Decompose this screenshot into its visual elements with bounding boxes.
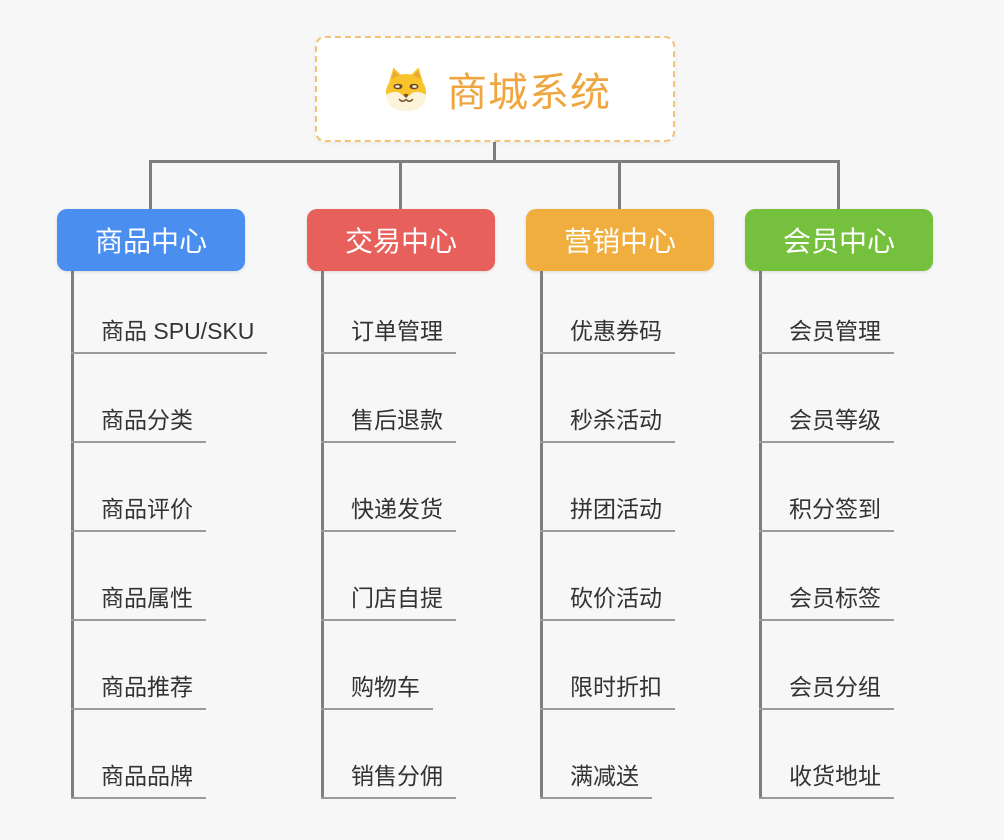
- leaf-node[interactable]: 满减送: [540, 757, 652, 799]
- branch-label: 商品中心: [94, 226, 207, 257]
- branch: 会员中心 会员管理 会员等级 积分签到 会员标签 会员分组 收货地址: [745, 209, 933, 799]
- leaf-row: 快递发货: [321, 443, 456, 532]
- leaf-node[interactable]: 会员分组: [759, 668, 894, 710]
- leaf-row: 秒杀活动: [540, 354, 675, 443]
- leaf-row: 购物车: [321, 621, 456, 710]
- leaf-row: 会员分组: [759, 621, 894, 710]
- branch-items: 优惠券码 秒杀活动 拼团活动 砍价活动 限时折扣 满减送: [540, 265, 675, 799]
- leaf-node[interactable]: 限时折扣: [540, 668, 675, 710]
- root-node[interactable]: 商城系统: [315, 36, 675, 142]
- leaf-row: 收货地址: [759, 710, 894, 799]
- leaf-row: 砍价活动: [540, 532, 675, 621]
- leaf-node[interactable]: 积分签到: [759, 490, 894, 532]
- leaf-row: 限时折扣: [540, 621, 675, 710]
- leaf-row: 商品推荐: [71, 621, 267, 710]
- branch-trunk-line: [71, 271, 74, 799]
- leaf-node[interactable]: 售后退款: [321, 401, 456, 443]
- leaf-node[interactable]: 销售分佣: [321, 757, 456, 799]
- leaf-row: 商品 SPU/SKU: [71, 265, 268, 354]
- branch-trunk-line: [321, 271, 324, 799]
- leaf-row: 拼团活动: [540, 443, 675, 532]
- leaf-node[interactable]: 购物车: [321, 668, 433, 710]
- connector-drop: [837, 161, 840, 209]
- branch-label: 交易中心: [344, 226, 457, 257]
- branch: 营销中心 优惠券码 秒杀活动 拼团活动 砍价活动 限时折扣 满减送: [526, 209, 714, 799]
- leaf-row: 商品属性: [71, 532, 267, 621]
- leaf-row: 会员等级: [759, 354, 894, 443]
- branch-items: 订单管理 售后退款 快递发货 门店自提 购物车 销售分佣: [321, 265, 456, 799]
- leaf-node[interactable]: 拼团活动: [540, 490, 675, 532]
- leaf-row: 售后退款: [321, 354, 456, 443]
- connector-rail: [149, 160, 840, 163]
- connector-root-stem: [493, 142, 496, 163]
- leaf-row: 销售分佣: [321, 710, 456, 799]
- leaf-node[interactable]: 秒杀活动: [540, 401, 675, 443]
- leaf-row: 优惠券码: [540, 265, 675, 354]
- branch: 商品中心 商品 SPU/SKU 商品分类 商品评价 商品属性 商品推荐 商品品牌: [57, 209, 268, 799]
- branch-trunk-line: [540, 271, 543, 799]
- branch: 交易中心 订单管理 售后退款 快递发货 门店自提 购物车 销售分佣: [307, 209, 495, 799]
- leaf-row: 订单管理: [321, 265, 456, 354]
- leaf-node[interactable]: 商品分类: [71, 401, 206, 443]
- leaf-row: 会员标签: [759, 532, 894, 621]
- leaf-node[interactable]: 商品 SPU/SKU: [71, 312, 268, 354]
- branch-node-3[interactable]: 营销中心: [526, 209, 714, 271]
- shiba-dog-icon: [386, 67, 426, 111]
- leaf-row: 积分签到: [759, 443, 894, 532]
- branch-items: 商品 SPU/SKU 商品分类 商品评价 商品属性 商品推荐 商品品牌: [71, 265, 268, 799]
- leaf-row: 商品评价: [71, 443, 267, 532]
- connector-drop: [399, 161, 402, 209]
- branch-node-4[interactable]: 会员中心: [745, 209, 933, 271]
- leaf-row: 门店自提: [321, 532, 456, 621]
- leaf-node[interactable]: 会员管理: [759, 312, 894, 354]
- leaf-row: 会员管理: [759, 265, 894, 354]
- leaf-row: 满减送: [540, 710, 675, 799]
- leaf-node[interactable]: 收货地址: [759, 757, 894, 799]
- leaf-row: 商品分类: [71, 354, 267, 443]
- leaf-node[interactable]: 商品品牌: [71, 757, 206, 799]
- branch-label: 营销中心: [563, 226, 676, 257]
- leaf-node[interactable]: 砍价活动: [540, 579, 675, 621]
- leaf-node[interactable]: 优惠券码: [540, 312, 675, 354]
- connector-drop: [149, 161, 152, 209]
- leaf-node[interactable]: 商品推荐: [71, 668, 206, 710]
- connector-drop: [618, 161, 621, 209]
- leaf-node[interactable]: 订单管理: [321, 312, 456, 354]
- branch-trunk-line: [759, 271, 762, 799]
- leaf-node[interactable]: 门店自提: [321, 579, 456, 621]
- root-title: 商城系统: [447, 71, 611, 115]
- branch-node-1[interactable]: 商品中心: [57, 209, 245, 271]
- branch-node-2[interactable]: 交易中心: [307, 209, 495, 271]
- leaf-node[interactable]: 商品评价: [71, 490, 206, 532]
- branch-label: 会员中心: [782, 226, 895, 257]
- branch-items: 会员管理 会员等级 积分签到 会员标签 会员分组 收货地址: [759, 265, 894, 799]
- leaf-node[interactable]: 会员等级: [759, 401, 894, 443]
- leaf-node[interactable]: 会员标签: [759, 579, 894, 621]
- leaf-node[interactable]: 快递发货: [321, 490, 456, 532]
- leaf-row: 商品品牌: [71, 710, 267, 799]
- leaf-node[interactable]: 商品属性: [71, 579, 206, 621]
